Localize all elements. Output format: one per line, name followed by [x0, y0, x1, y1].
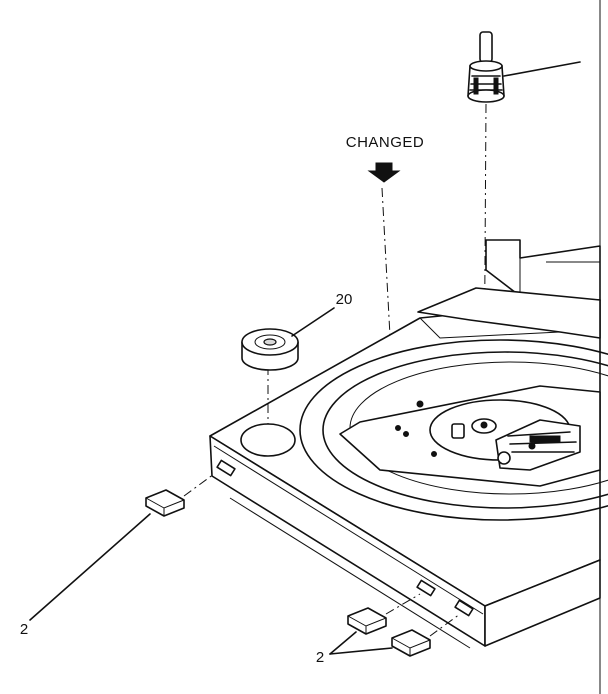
- leader-line-pad-left: [29, 513, 151, 621]
- centerline-pad-right: [429, 613, 461, 637]
- rubber-pad-mid: [347, 607, 387, 635]
- changed-annotation: CHANGED: [346, 134, 425, 151]
- center-mechanism: [471, 418, 581, 471]
- rubber-pad-right: [391, 629, 431, 657]
- leader-line-spindle: [503, 61, 581, 77]
- rubber-pad-left: [145, 489, 185, 517]
- callout-2-pair: 2: [316, 649, 324, 666]
- leader-line-changed: [381, 187, 391, 337]
- leader-line-pad-right: [329, 647, 393, 655]
- leader-line-pad-mid: [329, 631, 357, 655]
- spindle-part: [467, 31, 505, 103]
- rear-tonearm-mount: [417, 239, 601, 339]
- foot-cap-part: [241, 328, 299, 371]
- centerline-pad-mid: [385, 593, 421, 615]
- foot-hole: [240, 423, 296, 457]
- centerline-pad-left: [183, 473, 215, 497]
- callout-2-left: 2: [20, 621, 28, 638]
- callout-20: 20: [336, 291, 353, 308]
- down-arrow-icon: [367, 162, 401, 183]
- leader-line-20: [291, 307, 335, 337]
